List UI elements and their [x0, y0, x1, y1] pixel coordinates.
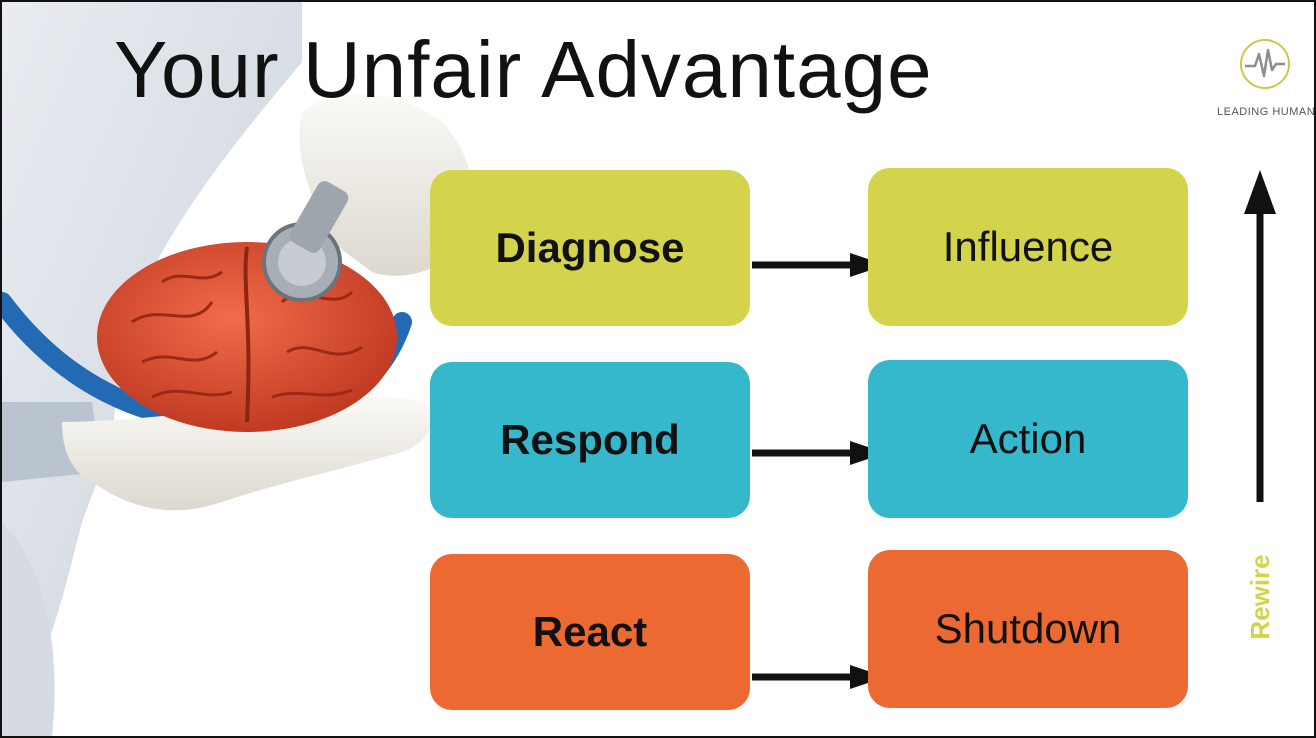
diagnose-box: Diagnose: [430, 170, 750, 326]
respond-box: Respond: [430, 362, 750, 518]
action-box: Action: [868, 360, 1188, 518]
action-label: Action: [969, 415, 1087, 462]
respond-label: Respond: [500, 416, 680, 463]
influence-label: Influence: [942, 223, 1114, 270]
diagnose-label: Diagnose: [495, 224, 685, 271]
shutdown-box: Shutdown: [868, 550, 1188, 708]
rewire-up-arrow: [1244, 170, 1276, 502]
influence-box: Influence: [868, 168, 1188, 326]
logo-text: LEADING HUMANS: [1217, 106, 1316, 118]
react-label: React: [532, 608, 648, 655]
slide-title: Your Unfair Advantage: [114, 25, 933, 114]
leading-humans-logo: LEADING HUMANS: [1217, 36, 1316, 126]
react-box: React: [430, 554, 750, 710]
doctor-brain-stethoscope-image: [2, 2, 473, 736]
rewire-label: Rewire: [1245, 554, 1275, 640]
shutdown-label: Shutdown: [934, 605, 1122, 652]
wave-pulse-icon: [1240, 39, 1290, 89]
